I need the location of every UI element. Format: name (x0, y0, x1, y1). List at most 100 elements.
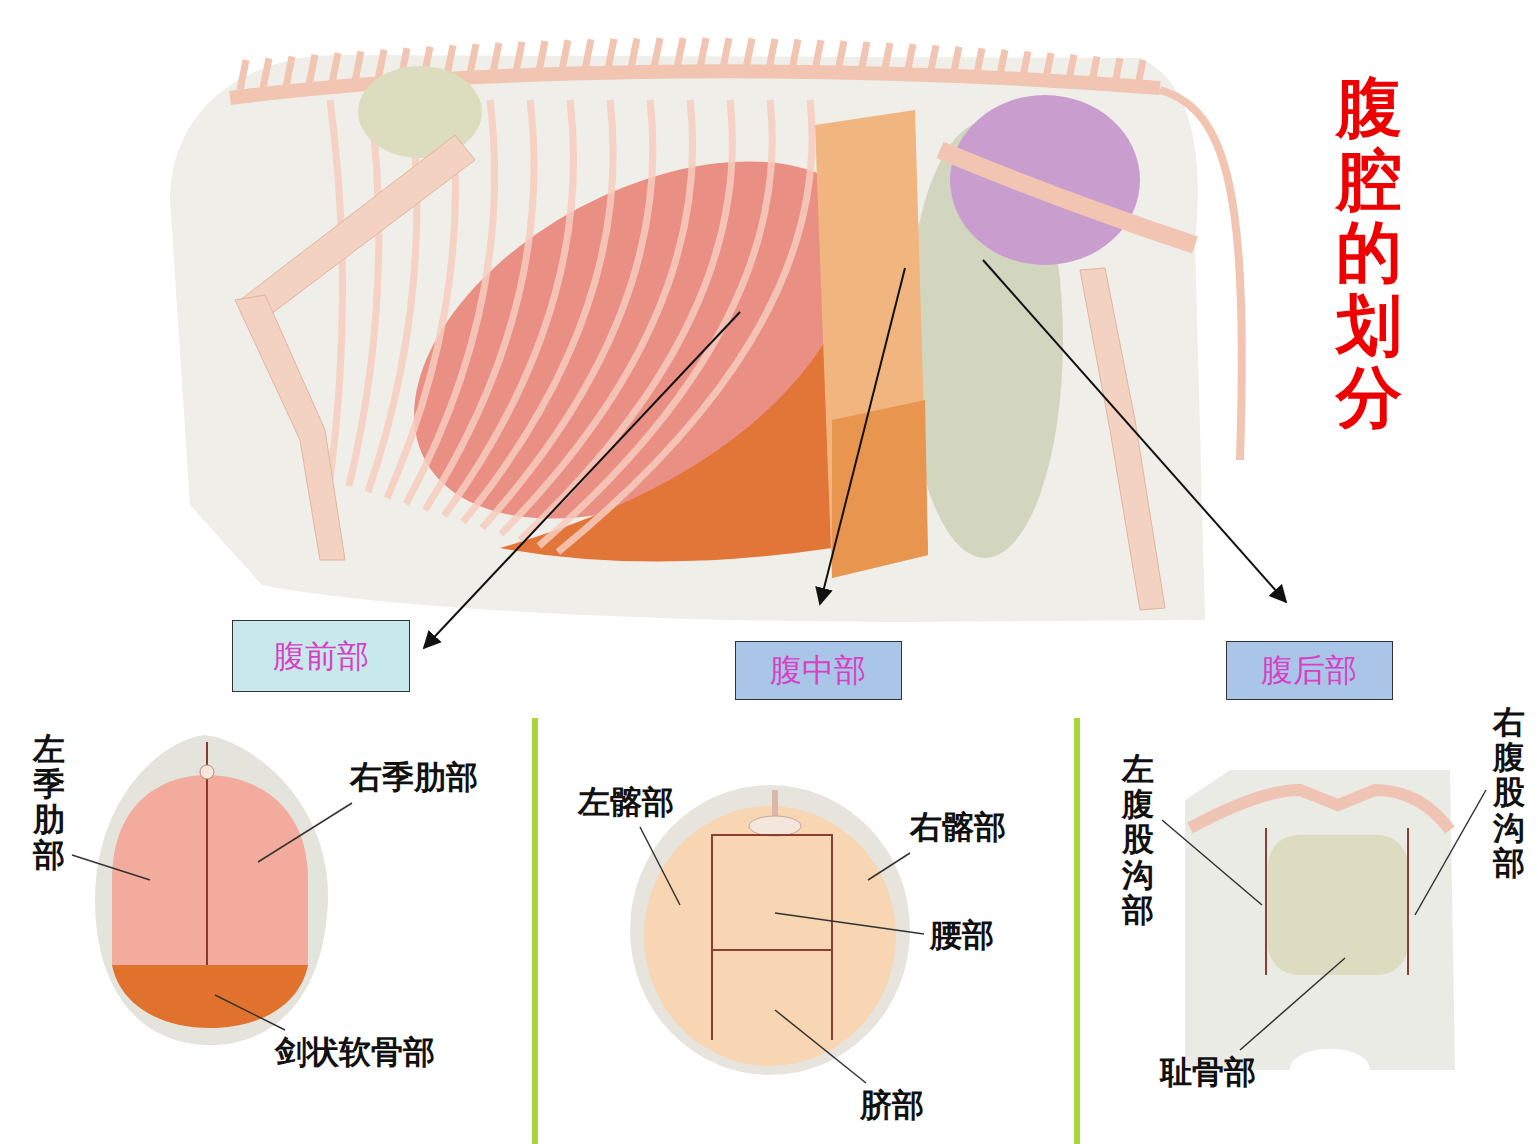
region-label: 右季肋部 (350, 760, 478, 795)
vertebra (562, 40, 568, 70)
vertebra (815, 40, 821, 70)
region-label: 脐部 (860, 1088, 924, 1123)
vertebra (700, 38, 706, 68)
vertebra (1022, 51, 1028, 81)
vertebra (1114, 58, 1120, 88)
pelvis (940, 150, 1195, 245)
xiphoid-region (112, 965, 308, 1028)
vertebra (999, 50, 1005, 80)
vertebra (631, 38, 637, 68)
vertebra (240, 60, 246, 90)
vertebra (749, 816, 801, 836)
section-outline (630, 785, 910, 1075)
section-outline (1185, 770, 1455, 1070)
vertebra (332, 53, 338, 83)
region-label: 右髂部 (910, 810, 1006, 845)
vertebra (200, 765, 214, 779)
front-leg (235, 295, 345, 560)
body-silhouette (170, 55, 1205, 622)
leader-lines (72, 790, 1486, 1083)
region-box: 腹后部 (1226, 641, 1393, 700)
vertebra (861, 42, 867, 72)
divider (532, 718, 538, 1144)
divider (1074, 718, 1080, 1144)
vertebra (792, 39, 798, 69)
vertebra (907, 44, 913, 74)
region-name: 腹前部 (273, 637, 369, 675)
anterior-abdomen-lower (500, 300, 848, 562)
region-label: 左腹股沟部 (1122, 752, 1154, 928)
hypochondriac-region (112, 775, 308, 965)
leader-line (72, 855, 150, 880)
title: 腹腔的划分 (1336, 72, 1402, 435)
divide-line (1266, 828, 1408, 975)
leader-line (1240, 958, 1345, 1050)
region-label: 剑状软骨部 (275, 1035, 435, 1070)
leader-line (258, 803, 352, 862)
vertebra (539, 41, 545, 71)
region-name: 腹中部 (770, 651, 866, 689)
rib (330, 100, 343, 480)
leader-line (775, 1010, 866, 1083)
leader-line (775, 913, 924, 934)
humerus (240, 135, 475, 330)
vertebra (1045, 53, 1051, 83)
vertebra (309, 55, 315, 85)
vertebra (1137, 60, 1143, 90)
region-box: 腹中部 (735, 641, 902, 700)
region-label: 耻骨部 (1160, 1055, 1256, 1090)
vertebra (263, 58, 269, 88)
middle-abdomen-band (815, 110, 928, 578)
vertebra (608, 39, 614, 69)
vertebra (493, 43, 499, 73)
vertebra (769, 39, 775, 69)
section-outline (95, 735, 328, 1045)
arrow (983, 260, 1286, 602)
vertebra (585, 39, 591, 69)
ribs (330, 100, 812, 552)
vertebra (470, 44, 476, 74)
region-label: 左季肋部 (33, 732, 65, 873)
rib (539, 100, 772, 546)
divide-line (712, 835, 832, 1040)
scapula (358, 66, 482, 158)
leader-line (868, 853, 910, 880)
rib (520, 100, 732, 540)
rib (501, 100, 693, 534)
pelvis (1190, 790, 1450, 830)
vertebra (447, 45, 453, 75)
vertebra (516, 42, 522, 72)
middle-abdomen-band-lower (832, 400, 928, 578)
vertebra (654, 38, 660, 68)
arrow (424, 312, 740, 648)
leader-line (215, 995, 285, 1030)
rib (558, 100, 812, 552)
pelvic-cavity (950, 95, 1140, 265)
middle-section (644, 806, 896, 1066)
vertebra (976, 48, 982, 78)
region-label: 右腹股沟部 (1493, 705, 1525, 881)
vertebra (723, 38, 729, 68)
vertebra (286, 56, 292, 86)
vertebra (884, 43, 890, 73)
posterior-section (1268, 835, 1408, 975)
region-label: 腰部 (930, 918, 994, 953)
vertebra (355, 51, 361, 81)
vertebra (1068, 55, 1074, 85)
leader-line (1415, 790, 1486, 915)
vertebra (930, 45, 936, 75)
region-label: 左髂部 (578, 785, 674, 820)
vertebra (838, 41, 844, 71)
region-box: 腹前部 (232, 620, 410, 692)
vertebra (953, 47, 959, 77)
region-name: 腹后部 (1261, 651, 1357, 689)
tail (1160, 90, 1242, 460)
vertebra (1091, 56, 1097, 86)
vertebra (746, 38, 752, 68)
arrow (820, 268, 905, 604)
leader-line (1162, 820, 1262, 905)
vertebra (677, 38, 683, 68)
